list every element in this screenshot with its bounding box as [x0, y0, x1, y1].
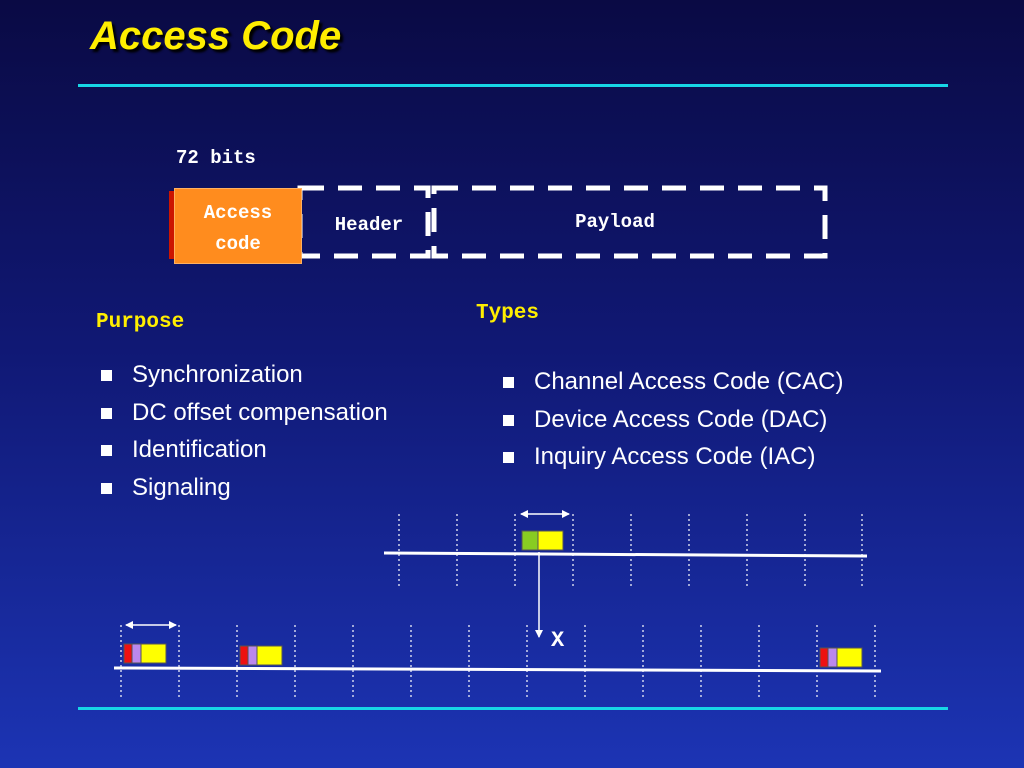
purpose-item: Identification	[98, 436, 388, 474]
types-list: Channel Access Code (CAC) Device Access …	[500, 368, 843, 481]
lower-slot-ticks	[120, 625, 876, 700]
purpose-item: Signaling	[98, 474, 388, 512]
header-field-label: Header	[334, 214, 404, 236]
types-item: Device Access Code (DAC)	[500, 406, 843, 444]
top-divider	[78, 84, 948, 87]
types-heading: Types	[476, 302, 540, 325]
lower-timeline	[113, 666, 882, 673]
purpose-heading: Purpose	[96, 311, 185, 334]
purpose-item: Synchronization	[98, 361, 388, 399]
lower-packet-2	[239, 645, 283, 666]
access-code-field	[174, 188, 302, 264]
payload-field-label: Payload	[575, 211, 655, 233]
upper-packet	[521, 530, 564, 551]
types-item: Channel Access Code (CAC)	[500, 368, 843, 406]
marker-x-label: X	[551, 628, 565, 653]
access-code-label-line1: Access	[203, 202, 273, 224]
upper-slot-ticks	[398, 514, 863, 588]
types-item: Inquiry Access Code (IAC)	[500, 443, 843, 481]
lower-packet-1	[123, 643, 167, 664]
payload-field-outline	[431, 185, 828, 259]
purpose-item: DC offset compensation	[98, 399, 388, 437]
bottom-divider	[78, 707, 948, 710]
access-code-label: Access code	[174, 198, 302, 260]
upper-packet-green	[521, 530, 539, 551]
lower-packet-3	[819, 647, 863, 668]
upper-timeline	[383, 551, 868, 558]
access-code-label-line2: code	[215, 233, 261, 255]
upper-packet-yellow	[537, 530, 564, 551]
packet-size-label: 72 bits	[176, 147, 256, 169]
slide-title: Access Code	[90, 14, 342, 58]
purpose-list: Synchronization DC offset compensation I…	[98, 361, 388, 511]
